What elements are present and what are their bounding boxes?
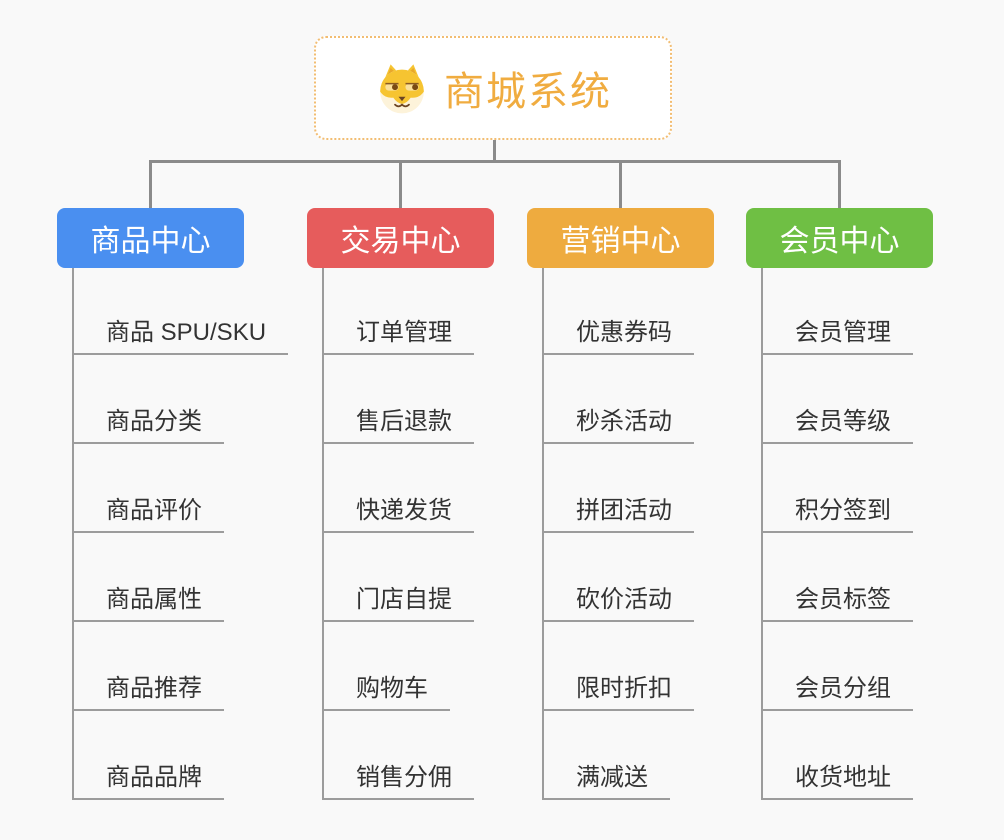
- connector-drop-product: [149, 160, 152, 208]
- mindmap-item[interactable]: 秒杀活动: [544, 355, 694, 444]
- connector-root-drop: [493, 140, 496, 161]
- mindmap-item[interactable]: 商品 SPU/SKU: [74, 268, 289, 355]
- mindmap-item[interactable]: 优惠券码: [544, 268, 694, 355]
- mindmap-item[interactable]: 商品推荐: [74, 622, 224, 711]
- mindmap-item[interactable]: 会员分组: [763, 622, 913, 711]
- mindmap-item[interactable]: 满减送: [544, 711, 670, 800]
- mindmap-item[interactable]: 积分签到: [763, 444, 913, 533]
- mindmap-item[interactable]: 商品评价: [74, 444, 224, 533]
- mindmap-item[interactable]: 购物车: [324, 622, 450, 711]
- connector-horizontal: [149, 160, 840, 163]
- branch-box-marketing-center[interactable]: 营销中心: [527, 208, 714, 268]
- connector-drop-member: [838, 160, 841, 208]
- branch-label-trade-center: 交易中心: [340, 225, 461, 258]
- branch-label-marketing-center: 营销中心: [560, 225, 681, 258]
- mindmap-item[interactable]: 订单管理: [324, 268, 474, 355]
- connector-drop-marketing: [619, 160, 622, 208]
- mindmap-item[interactable]: 砍价活动: [544, 533, 694, 622]
- mindmap-item[interactable]: 会员管理: [763, 268, 913, 355]
- mindmap-item[interactable]: 会员等级: [763, 355, 913, 444]
- branch-items-product-center: 商品 SPU/SKU 商品分类 商品评价 商品属性 商品推荐 商品品牌: [72, 268, 289, 800]
- mindmap-item[interactable]: 快递发货: [324, 444, 474, 533]
- mindmap-item[interactable]: 会员标签: [763, 533, 913, 622]
- branch-box-trade-center[interactable]: 交易中心: [307, 208, 494, 268]
- branch-label-member-center: 会员中心: [779, 225, 900, 258]
- mindmap-item[interactable]: 商品分类: [74, 355, 224, 444]
- branch-items-trade-center: 订单管理 售后退款 快递发货 门店自提 购物车 销售分佣: [322, 268, 474, 800]
- mindmap-item[interactable]: 商品属性: [74, 533, 224, 622]
- mindmap-item[interactable]: 售后退款: [324, 355, 474, 444]
- branch-label-product-center: 商品中心: [90, 225, 211, 258]
- connector-drop-trade: [399, 160, 402, 208]
- mindmap-item[interactable]: 销售分佣: [324, 711, 474, 800]
- branch-box-product-center[interactable]: 商品中心: [57, 208, 244, 268]
- branch-items-member-center: 会员管理 会员等级 积分签到 会员标签 会员分组 收货地址: [761, 268, 913, 800]
- root-label: 商城系统: [444, 70, 612, 114]
- mindmap-item[interactable]: 限时折扣: [544, 622, 694, 711]
- mindmap-item[interactable]: 门店自提: [324, 533, 474, 622]
- shiba-dog-icon: [374, 60, 430, 116]
- root-node[interactable]: 商城系统: [314, 36, 672, 140]
- mindmap-item[interactable]: 收货地址: [763, 711, 913, 800]
- branch-box-member-center[interactable]: 会员中心: [746, 208, 933, 268]
- mindmap-item[interactable]: 商品品牌: [74, 711, 224, 800]
- branch-items-marketing-center: 优惠券码 秒杀活动 拼团活动 砍价活动 限时折扣 满减送: [542, 268, 694, 800]
- mindmap-item[interactable]: 拼团活动: [544, 444, 694, 533]
